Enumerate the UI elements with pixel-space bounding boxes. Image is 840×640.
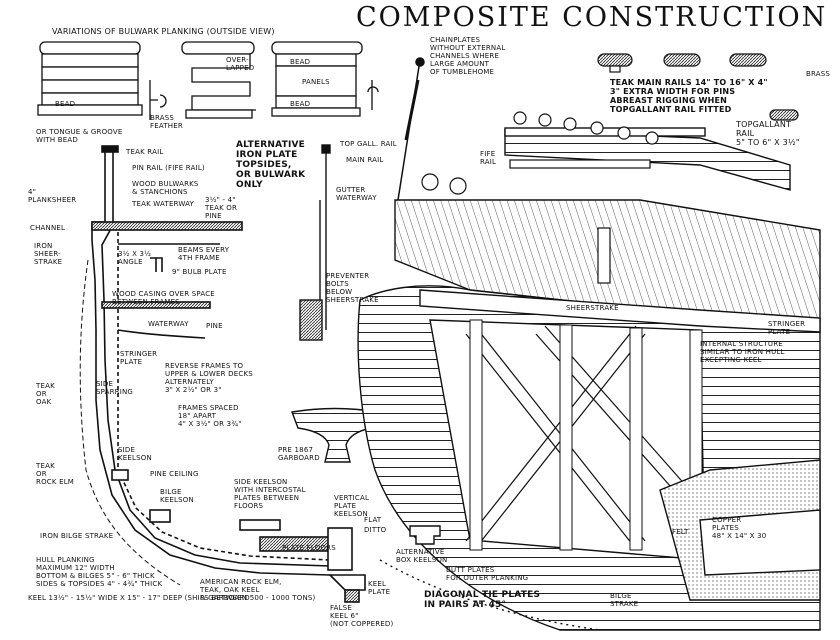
label-iron-bilge-strake: IRON BILGE STRAKE (40, 532, 114, 540)
label-side-keelson-intercostal: SIDE KEELSON WITH INTERCOSTAL PLATES BET… (234, 478, 306, 510)
label-vertical-plate-keelson: VERTICAL PLATE KEELSON (334, 494, 370, 518)
label-felt: FELT (672, 528, 689, 536)
label-teak-waterway: TEAK WATERWAY (132, 200, 195, 208)
label-pin-rail: PIN RAIL (FIFE RAIL) (132, 164, 205, 172)
label-pine: PINE (206, 322, 223, 330)
label-alternative-box: ALTERNATIVE BOX KEELSON (396, 548, 448, 564)
label-ditto: DITTO (364, 526, 387, 534)
label-topgallant-rail: TOPGALLANT RAIL 5" TO 6" x 3½" (736, 120, 800, 147)
label-panels: PANELS (302, 78, 330, 86)
label-tongue-groove: OR TONGUE & GROOVE WITH BEAD (36, 128, 123, 144)
label-top-gall-rail: TOP GALL. RAIL (340, 140, 397, 148)
label-american-rock-elm: AMERICAN ROCK ELM, TEAK, OAK KEEL & GARB… (200, 578, 282, 602)
label-false-keel: FALSE KEEL 6" (NOT COPPERED) (330, 604, 394, 628)
label-keel-dimensions: KEEL 13½" - 15½" WIDE x 15" - 17" DEEP (… (28, 594, 316, 602)
label-wood-casing: WOOD CASING OVER SPACE BETWEEN FRAMES (112, 290, 215, 306)
label-internal-structure: INTERNAL STRUCTURE SIMILAR TO IRON HULL … (700, 340, 785, 364)
label-iron-sheer-strake: IRON SHEER- STRAKE (34, 242, 63, 266)
label-diagonal-tie-plates: DIAGONAL TIE PLATES IN PAIRS AT 45° (424, 590, 541, 610)
label-teak-rail: TEAK RAIL (126, 148, 164, 156)
label-wood-bulwarks: WOOD BULWARKS & STANCHIONS (132, 180, 199, 196)
label-main-rail: MAIN RAIL (346, 156, 384, 164)
label-teak-or-oak: TEAK OR OAK (36, 382, 55, 406)
label-plank-sheer: 4" PLANKSHEER (28, 188, 77, 204)
diagram-title: COMPOSITE CONSTRUCTION (356, 2, 828, 33)
deadeyes (421, 111, 659, 195)
label-teak-main-rails: TEAK MAIN RAILS 14" TO 16" x 4" 3" EXTRA… (610, 78, 768, 114)
label-keel-plate: KEEL PLATE (368, 580, 391, 596)
measure-arrows (79, 259, 181, 586)
label-hull-planking: HULL PLANKING MAXIMUM 12" WIDTH BOTTOM &… (36, 556, 163, 588)
bulwark-variation-3 (271, 41, 379, 117)
label-copper-plates: COPPER PLATES 48" x 14" x 30 (712, 516, 767, 540)
chainplate-mast (397, 57, 425, 201)
label-fife-rail: FIFE RAIL (480, 150, 497, 166)
label-pine-ceiling: PINE CEILING (150, 470, 199, 478)
bulwark-variation-1 (37, 41, 167, 120)
label-bulb-plate: 9" BULB PLATE (172, 268, 227, 276)
label-angle: 3½ x 3½ ANGLE (118, 250, 152, 266)
fife-rail (509, 159, 651, 284)
label-preventer-bolts: PREVENTER BOLTS BELOW SHEERSTRAKE (326, 272, 379, 304)
label-gutter-waterway: GUTTER WATERWAY (336, 186, 377, 202)
label-beams-every: BEAMS EVERY 4TH FRAME (178, 246, 230, 262)
bulwark-variation-2 (181, 41, 256, 119)
label-variations: VARIATIONS OF BULWARK PLANKING (OUTSIDE … (52, 27, 275, 36)
label-sheerstrake: SHEERSTRAKE (566, 304, 619, 312)
label-teak-or-rock-elm: TEAK OR ROCK ELM (36, 462, 75, 486)
label-bead-3: BEAD (290, 100, 311, 108)
label-alternative-iron: ALTERNATIVE IRON PLATE TOPSIDES, OR BULW… (236, 140, 306, 190)
label-side-keelson: SIDE KEELSON (118, 446, 152, 462)
rail-sections (597, 53, 799, 121)
label-stringer-plate-right: STRINGER PLATE (768, 320, 806, 336)
label-bead-1: BEAD (55, 100, 76, 108)
pre-1867-garboard (291, 407, 379, 463)
label-brass: BRASS (806, 70, 831, 78)
midship-section (91, 145, 366, 603)
label-bilge-strake: BILGE STRAKE (610, 592, 639, 608)
label-frames-spaced: FRAMES SPACED 18" APART 4" x 3½" OR 3¾" (178, 404, 242, 428)
label-pre-1867: PRE 1867 GARBOARD (278, 446, 320, 462)
label-butt-plates: BUTT PLATES FOR OUTER PLANKING (446, 566, 529, 582)
label-plate-floors: PLATE FLOORS (282, 544, 336, 552)
iron-topsides-section (299, 144, 331, 341)
label-teak-or-pine: 3½" - 4" TEAK OR PINE (205, 196, 238, 220)
hull-cutaway (357, 127, 821, 631)
label-bilge-keelson: BILGE KEELSON (160, 488, 194, 504)
box-keelson (409, 525, 441, 545)
label-channel: CHANNEL (30, 224, 66, 232)
label-chainplates: CHAINPLATES WITHOUT EXTERNAL CHANNELS WH… (430, 36, 506, 76)
label-bead-2: BEAD (290, 58, 311, 66)
label-waterway: WATERWAY (148, 320, 189, 328)
label-flat: FLAT (364, 516, 382, 524)
label-stringer-plate: STRINGER PLATE (120, 350, 158, 366)
label-side-sparring: SIDE SPARRING (96, 380, 134, 396)
label-overlapped: OVER- LAPPED (226, 56, 255, 72)
label-reverse-frames: REVERSE FRAMES TO UPPER & LOWER DECKS AL… (165, 362, 253, 394)
label-brass-feather: BRASS FEATHER (150, 114, 183, 130)
